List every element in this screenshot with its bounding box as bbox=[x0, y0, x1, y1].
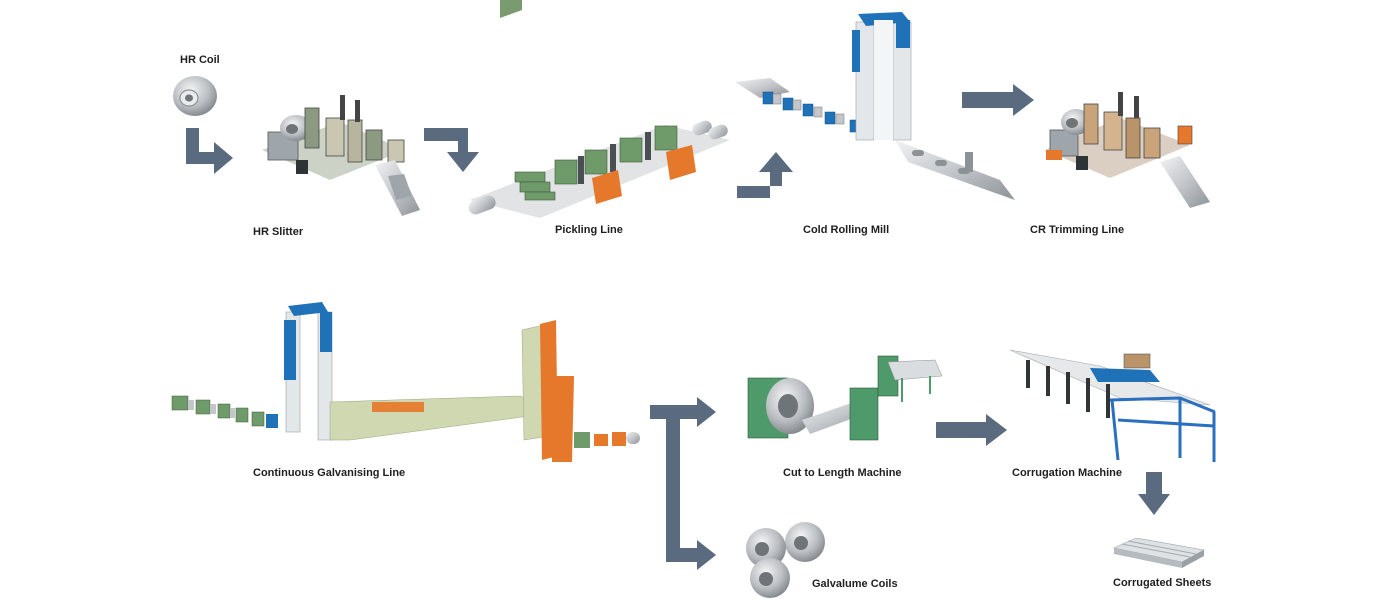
corrugated-sheets-icon bbox=[1113, 537, 1205, 568]
flow-arrow-right-2 bbox=[936, 414, 1007, 446]
hr-coil-icon bbox=[173, 76, 217, 116]
cold-rolling-mill-machine bbox=[735, 12, 1015, 200]
galvalume-coils-icon bbox=[746, 522, 825, 598]
flow-arrow-up-right bbox=[737, 152, 793, 198]
cr-trimming-line-label: CR Trimming Line bbox=[1030, 224, 1124, 236]
flow-arrow-right bbox=[962, 84, 1034, 116]
corrugation-machine bbox=[1009, 349, 1216, 462]
flow-arrow-down bbox=[1138, 472, 1170, 515]
flow-arrow-down-right bbox=[186, 128, 233, 174]
corrugation-machine-label: Corrugation Machine bbox=[1012, 467, 1122, 479]
continuous-galvanising-line-label: Continuous Galvanising Line bbox=[253, 467, 405, 479]
continuous-galvanising-line-machine bbox=[171, 302, 640, 462]
galvalume-coils-label: Galvalume Coils bbox=[812, 578, 898, 590]
pickling-line-machine bbox=[468, 0, 730, 218]
flow-arrow-split bbox=[650, 397, 716, 570]
flow-arrow-right-down bbox=[424, 128, 479, 172]
cut-to-length-machine-label: Cut to Length Machine bbox=[783, 467, 902, 479]
corrugated-sheets-label: Corrugated Sheets bbox=[1113, 577, 1211, 589]
cr-trimming-line-machine bbox=[1045, 92, 1210, 208]
hr-slitter-label: HR Slitter bbox=[253, 226, 304, 238]
hr-slitter-machine bbox=[262, 95, 420, 216]
pickling-line-label: Pickling Line bbox=[555, 224, 623, 236]
cut-to-length-machine bbox=[747, 355, 943, 441]
hr-coil-label: HR Coil bbox=[180, 54, 220, 66]
cold-rolling-mill-label: Cold Rolling Mill bbox=[803, 224, 889, 236]
